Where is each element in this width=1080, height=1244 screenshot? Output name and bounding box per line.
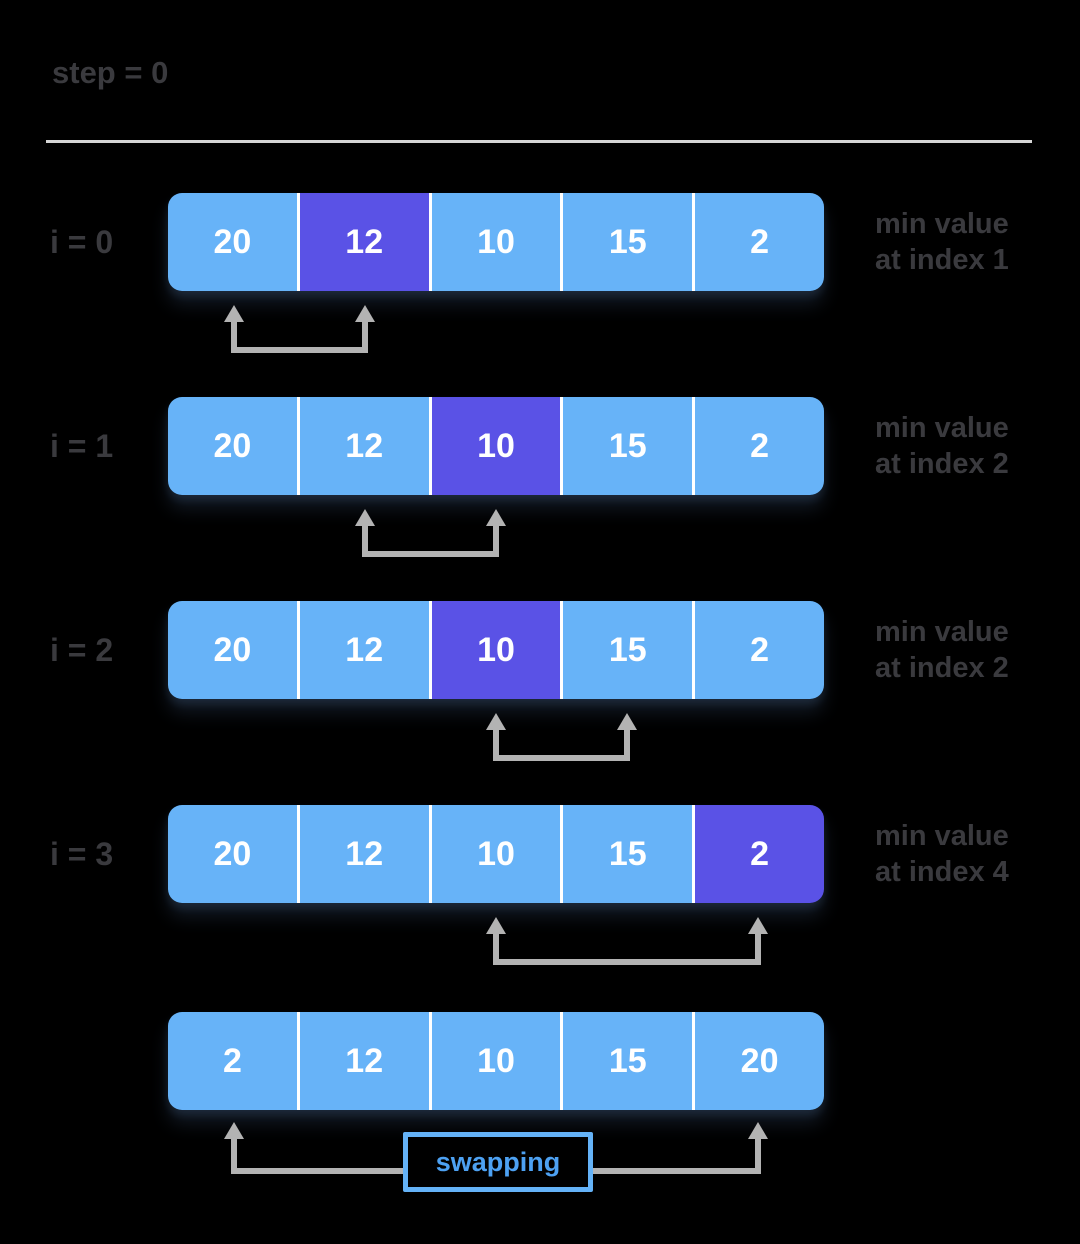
array-cell: 2 [692,193,824,291]
comparison-arrow [223,305,375,353]
array-row-final: 2 12 10 15 20 [168,1012,824,1110]
arrowhead-up-icon [617,713,638,730]
swapping-label: swapping [435,1146,561,1177]
arrowhead-up-icon [485,509,506,526]
arrowhead-up-icon [354,305,375,322]
array-cell: 15 [560,397,693,495]
array-cell: 12 [296,397,429,495]
array-cell: 2 [168,1012,297,1110]
comparison-arrow [486,713,638,761]
swapping-label-box: swapping [403,1132,593,1192]
array-cell: 10 [428,805,561,903]
array-cell: 2 [692,601,824,699]
array-cell: 10 [428,397,561,495]
caption-line: at index 1 [875,244,1009,276]
arrowhead-up-icon [748,1122,769,1139]
array-cell: 12 [296,1012,429,1110]
caption-line: at index 4 [875,856,1009,888]
iteration-label: i = 3 [50,836,114,872]
iteration-label: i = 1 [50,428,114,464]
array-cell: 10 [428,601,561,699]
iteration-label: i = 2 [50,632,114,668]
arrowhead-up-icon [486,917,506,934]
comparison-arrow [354,509,506,557]
min-value-caption: min value at index 4 [875,818,1009,890]
array-cell: 20 [168,193,297,291]
array-cell: 15 [560,601,693,699]
array-row-2: 20 12 10 15 2 [168,601,824,699]
caption-line: at index 2 [875,448,1009,480]
array-cell: 20 [168,805,297,903]
min-value-caption: min value at index 1 [875,206,1009,278]
caption-line: min value [875,412,1009,444]
array-cell: 12 [296,601,429,699]
array-row-0: 20 12 10 15 2 [168,193,824,291]
min-value-caption: min value at index 2 [875,410,1009,482]
caption-line: min value [875,820,1009,852]
arrowhead-up-icon [354,509,375,526]
caption-line: min value [875,616,1009,648]
caption-line: min value [875,208,1009,240]
array-cell: 20 [692,1012,824,1110]
arrowhead-up-icon [486,713,506,730]
array-cell: 10 [428,1012,561,1110]
arrowhead-up-icon [223,305,244,322]
array-row-1: 20 12 10 15 2 [168,397,824,495]
caption-line: at index 2 [875,652,1009,684]
array-row-3: 20 12 10 15 2 [168,805,824,903]
step-label: step = 0 [52,55,169,90]
array-cell: 15 [560,193,693,291]
arrowhead-up-icon [748,917,769,934]
array-cell: 10 [428,193,561,291]
array-cell: 15 [560,1012,693,1110]
array-cell: 2 [692,805,824,903]
iteration-label: i = 0 [50,224,114,260]
array-cell: 20 [168,397,297,495]
array-cell: 2 [692,397,824,495]
comparison-arrow [486,917,769,965]
min-value-caption: min value at index 2 [875,614,1009,686]
array-cell: 15 [560,805,693,903]
array-cell: 12 [296,193,429,291]
array-cell: 12 [296,805,429,903]
header-divider [46,140,1032,143]
arrowhead-up-icon [223,1122,244,1139]
array-cell: 20 [168,601,297,699]
